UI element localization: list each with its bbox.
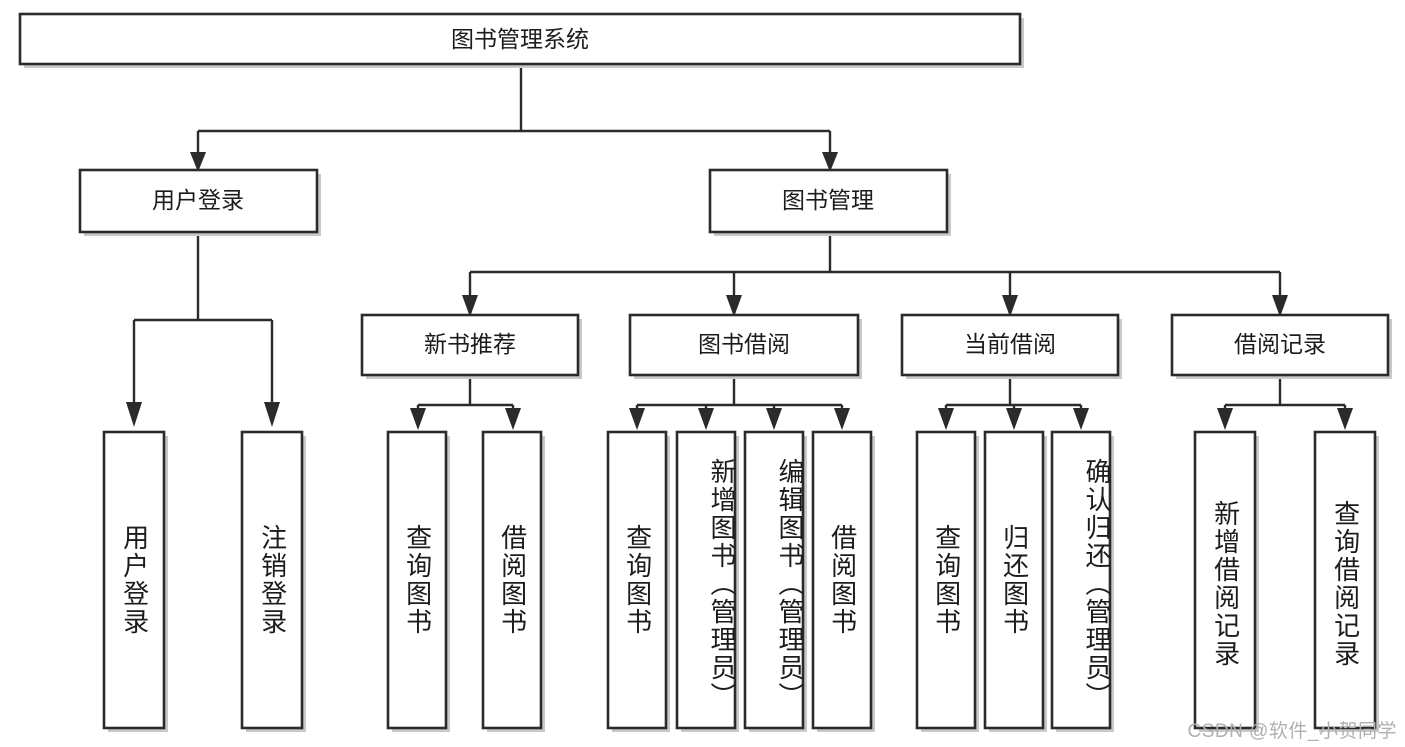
watermark-text: CSDN @软件_小贺同学 <box>1187 721 1397 742</box>
leaf-label-user-login: 用户登录 <box>119 524 150 636</box>
arrow-head-cb-1 <box>938 408 954 430</box>
leaf-label-bb-add-book: 新增图书（管理员） <box>707 458 737 710</box>
node-new-book-recommend[interactable]: 新书推荐 <box>360 313 582 379</box>
leaf-label-cb-confirm-return: 确认归还（管理员） <box>1082 458 1112 710</box>
leaf-box-br-add-record[interactable] <box>1193 430 1257 730</box>
cb-label: 当前借阅 <box>964 331 1056 357</box>
leaf-box-cb-query-book[interactable] <box>915 430 977 730</box>
leaf-label-bb-borrow-book: 借阅图书 <box>827 524 858 636</box>
leaf-label-nbr-query-book: 查询图书 <box>402 524 433 636</box>
bb-box[interactable] <box>628 313 860 377</box>
arrow-head-br-1 <box>1217 408 1233 430</box>
arrow-head-user-login <box>190 152 206 172</box>
node-current-borrow[interactable]: 当前借阅 <box>900 313 1122 379</box>
arrow-head-nbr-2 <box>505 408 521 430</box>
arrow-head-nbr-1 <box>410 408 426 430</box>
leaf-box-cb-confirm-return[interactable] <box>1050 430 1112 730</box>
arrow-head-bb-1 <box>629 408 645 430</box>
book-manage-label: 图书管理 <box>782 187 874 213</box>
node-borrow-records[interactable]: 借阅记录 <box>1170 313 1392 379</box>
leaf-box-bb-add-book[interactable] <box>675 430 737 730</box>
br-box[interactable] <box>1170 313 1390 377</box>
leaf-label-bb-query-book: 查询图书 <box>622 524 653 636</box>
leaf-label-cb-return-book: 归还图书 <box>999 524 1030 636</box>
arrow-head-cb-3 <box>1073 408 1089 430</box>
nbr-label: 新书推荐 <box>424 331 516 357</box>
arrow-head-bb-2 <box>698 408 714 430</box>
arrow-head-l3-2 <box>726 295 742 317</box>
cb-box[interactable] <box>900 313 1120 377</box>
leaf-box-logout[interactable] <box>240 430 304 730</box>
connector-group <box>126 67 1353 430</box>
leaf-box-cb-return-book[interactable] <box>983 430 1045 730</box>
node-root[interactable]: 图书管理系统 <box>18 12 1024 68</box>
arrow-head-br-2 <box>1337 408 1353 430</box>
leaf-box-group <box>102 430 1379 732</box>
leaf-label-logout: 注销登录 <box>257 524 288 636</box>
user-login-box[interactable] <box>78 168 319 234</box>
node-book-manage[interactable]: 图书管理 <box>708 168 951 236</box>
arrow-head-leaf-ul-1 <box>126 402 142 427</box>
node-book-borrow[interactable]: 图书借阅 <box>628 313 862 379</box>
leaf-box-bb-query-book[interactable] <box>606 430 668 730</box>
arrow-head-l3-3 <box>1002 295 1018 317</box>
arrow-head-leaf-ul-2 <box>264 402 280 427</box>
root-label: 图书管理系统 <box>451 26 589 52</box>
user-login-label: 用户登录 <box>152 187 244 213</box>
leaf-box-bb-borrow-book[interactable] <box>811 430 873 730</box>
arrow-head-l3-4 <box>1272 295 1288 317</box>
root-box[interactable] <box>18 12 1022 66</box>
br-label: 借阅记录 <box>1234 331 1326 357</box>
nbr-box[interactable] <box>360 313 580 377</box>
arrow-head-bb-4 <box>834 408 850 430</box>
arrow-head-book-manage <box>822 152 838 172</box>
leaf-box-br-query-record[interactable] <box>1313 430 1377 730</box>
leaf-label-nbr-borrow-book: 借阅图书 <box>497 524 528 636</box>
arrow-head-bb-3 <box>766 408 782 430</box>
book-manage-box[interactable] <box>708 168 949 234</box>
leaf-box-nbr-borrow-book[interactable] <box>481 430 543 730</box>
leaf-box-nbr-query-book[interactable] <box>386 430 448 730</box>
arrow-head-cb-2 <box>1006 408 1022 430</box>
leaf-label-bb-edit-book: 编辑图书（管理员） <box>775 458 805 710</box>
leaf-label-br-query-record: 查询借阅记录 <box>1330 500 1361 668</box>
bb-label: 图书借阅 <box>698 331 790 357</box>
arrow-head-l3-1 <box>462 295 478 317</box>
leaf-box-user-login[interactable] <box>102 430 166 730</box>
leaf-label-cb-query-book: 查询图书 <box>931 524 962 636</box>
node-user-login[interactable]: 用户登录 <box>78 168 321 236</box>
leaf-label-br-add-record: 新增借阅记录 <box>1210 500 1241 668</box>
leaf-box-bb-edit-book[interactable] <box>743 430 805 730</box>
